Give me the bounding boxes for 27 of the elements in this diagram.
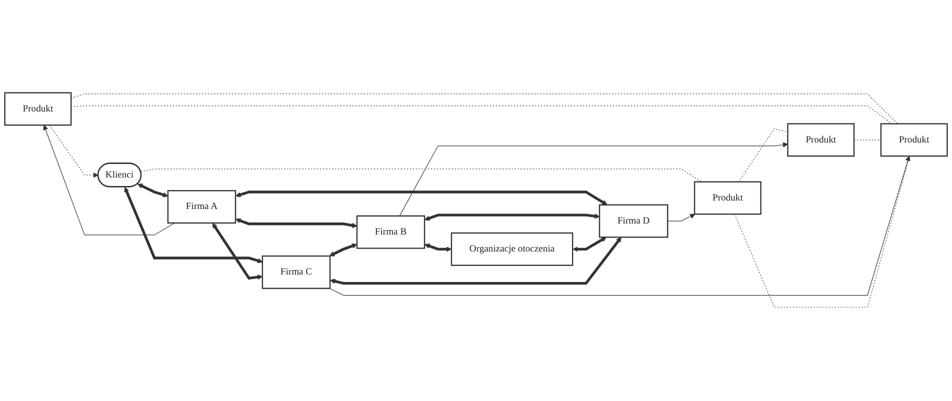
node-box: Firma C <box>262 256 331 290</box>
node-box: Firma B <box>356 216 426 250</box>
arrow <box>137 184 168 198</box>
arrow <box>667 214 696 222</box>
arrow <box>329 156 910 296</box>
node-box: Firma A <box>167 190 236 224</box>
node-box: Organizacje otoczenia <box>450 232 574 266</box>
connector <box>854 140 882 141</box>
arrow <box>49 125 99 178</box>
arrow <box>572 237 606 252</box>
arrow <box>212 223 263 280</box>
arrow <box>236 191 608 206</box>
node-box: Produkt <box>787 124 855 158</box>
arrow <box>330 237 622 286</box>
arrow <box>424 244 452 252</box>
arrow <box>236 218 358 228</box>
arrow <box>399 142 788 217</box>
arrow <box>43 125 175 236</box>
connector <box>738 129 788 183</box>
node-box: Firma D <box>598 204 668 238</box>
node-box: Produkt <box>694 182 762 216</box>
node-box: Produkt <box>4 92 72 126</box>
node-box: Produkt <box>880 124 948 158</box>
arrow <box>124 187 263 264</box>
arrow <box>424 214 600 222</box>
arrow <box>329 244 358 257</box>
connector <box>70 94 898 125</box>
